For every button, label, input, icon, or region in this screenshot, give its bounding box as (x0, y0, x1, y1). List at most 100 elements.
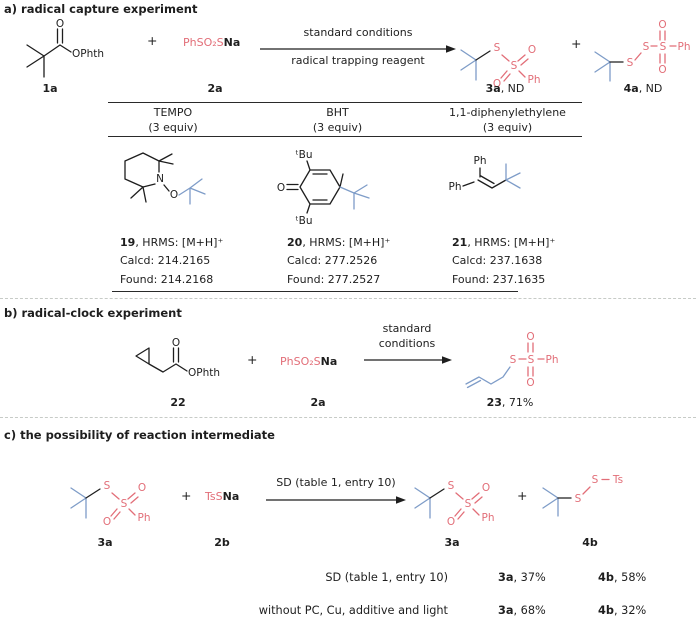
bonds (542, 478, 610, 517)
bonds (135, 347, 188, 373)
label-2b: 2b (202, 536, 242, 549)
header-equiv: (3 equiv) (482, 120, 533, 134)
reaction-arrow (266, 496, 406, 504)
atom-Ts: Ts (612, 474, 623, 486)
section-c-title: c) the possibility of reaction intermedi… (4, 428, 275, 442)
formula-counterion: Na (223, 36, 241, 49)
structure-21: Ph Ph (449, 155, 521, 193)
label-2a: 2a (298, 396, 338, 409)
arrow-shape (260, 45, 456, 53)
reagent-2a-formula: PhSO₂SNa (280, 355, 337, 368)
hrms-block-19: 19, HRMS: [M+H]⁺ Calcd: 214.2165 Found: … (120, 234, 223, 289)
compound-number: 19 (120, 236, 136, 249)
hrms-block-21: 21, HRMS: [M+H]⁺ Calcd: 237.1638 Found: … (452, 234, 555, 289)
arrow-text-line2: conditions (378, 337, 436, 350)
yield-text: , ND (638, 82, 663, 95)
reagent-2a-formula: PhSO₂SNa (183, 36, 240, 49)
compound-number: 22 (170, 396, 186, 409)
compound-number: 3a (498, 571, 514, 584)
atom-S: S (465, 498, 472, 510)
atom-N: N (156, 173, 164, 185)
compound-number: 23 (486, 396, 502, 409)
section-a-title: a) radical capture experiment (4, 2, 198, 16)
table-mid-rule (108, 136, 582, 137)
table-top-rule (108, 102, 582, 103)
structure-22: O OPhth (135, 337, 220, 379)
yield-text: , 71% (501, 396, 534, 409)
bonds (460, 49, 529, 82)
bonds (124, 152, 206, 205)
section-b-title: b) radical-clock experiment (4, 306, 182, 320)
atom-O: O (447, 516, 455, 528)
yield-value: , 32% (613, 604, 647, 617)
arrow-a-bottom-text: radical trapping reagent (291, 54, 425, 67)
atom-Ph: Ph (449, 181, 462, 193)
compound-number: 4a (623, 82, 639, 95)
bonds (462, 163, 521, 189)
compound-number: 2b (214, 536, 230, 549)
atom-tBu: ᵗBu (296, 215, 313, 227)
atom-O: O (277, 182, 285, 194)
atom-O: O (103, 516, 111, 528)
atom-Ph: Ph (138, 512, 151, 524)
formula-red-part: PhSO₂S (183, 36, 224, 49)
reaction-arrow (364, 356, 452, 364)
atom-O: O (170, 189, 178, 201)
structure-3a: S S O O Ph (70, 480, 151, 528)
atom-O: O (482, 482, 490, 494)
atom-S: S (643, 41, 650, 53)
hrms-calcd: Calcd: 277.2526 (287, 254, 378, 268)
compound-number: 20 (287, 236, 303, 249)
atom-O: O (493, 78, 501, 90)
bonds (70, 487, 139, 520)
compound-number: 2a (310, 396, 326, 409)
atom-Ph: Ph (678, 41, 691, 53)
hrms-line1: 19, HRMS: [M+H]⁺ (120, 234, 223, 252)
atom-O: O (658, 64, 666, 76)
atom-O: O (138, 482, 146, 494)
hrms-line1: 20, HRMS: [M+H]⁺ (287, 234, 390, 252)
plus-sign: + (517, 488, 528, 503)
arrow-shape (266, 496, 406, 504)
atom-O: O (526, 377, 534, 389)
compound-number: 4b (582, 536, 598, 549)
compound-number: 21 (452, 236, 468, 249)
yield-value: , 68% (513, 604, 546, 617)
plus-sign: + (571, 36, 582, 51)
atom-S: S (510, 354, 517, 366)
bonds (286, 160, 370, 214)
structure-4a: S S S O O Ph (594, 19, 691, 82)
atom-S: S (660, 41, 667, 53)
structure-3a: S S O O Ph (414, 480, 495, 528)
result-yield-3a: 3a, 68% (498, 604, 578, 617)
plus-sign: + (181, 488, 192, 503)
atom-S: S (494, 42, 501, 54)
atom-S: S (575, 493, 582, 505)
reagent-2b-formula: TsSNa (205, 490, 239, 503)
atom-OPhth: OPhth (188, 367, 220, 379)
atom-tBu: ᵗBu (296, 149, 313, 161)
plus-sign: + (247, 352, 258, 367)
atom-OPhth: OPhth (72, 48, 104, 60)
hrms-label: , HRMS: [M+H]⁺ (467, 236, 556, 249)
bonds (465, 342, 545, 389)
compound-number: 3a (97, 536, 113, 549)
label-23: 23, 71% (470, 396, 550, 409)
result-condition: without PC, Cu, additive and light (258, 604, 448, 617)
label-1a: 1a (30, 82, 70, 95)
hrms-block-20: 20, HRMS: [M+H]⁺ Calcd: 277.2526 Found: … (287, 234, 390, 289)
structure-19: N O (124, 152, 206, 205)
formula-counterion: Na (320, 355, 338, 368)
atom-S: S (592, 474, 599, 486)
yield-text: , ND (500, 82, 525, 95)
result-yield-4b: 4b, 32% (598, 604, 678, 617)
hrms-calcd: Calcd: 237.1638 (452, 254, 543, 268)
table-bottom-rule (112, 291, 518, 292)
atom-O: O (528, 44, 536, 56)
structure-1a: O OPhth (26, 18, 104, 78)
label-22: 22 (158, 396, 198, 409)
structure-23: S S O O Ph (465, 331, 559, 389)
compound-number: 3a (485, 82, 501, 95)
hrms-label: , HRMS: [M+H]⁺ (135, 236, 224, 249)
arrow-c-top-text: SD (table 1, entry 10) (276, 476, 396, 489)
